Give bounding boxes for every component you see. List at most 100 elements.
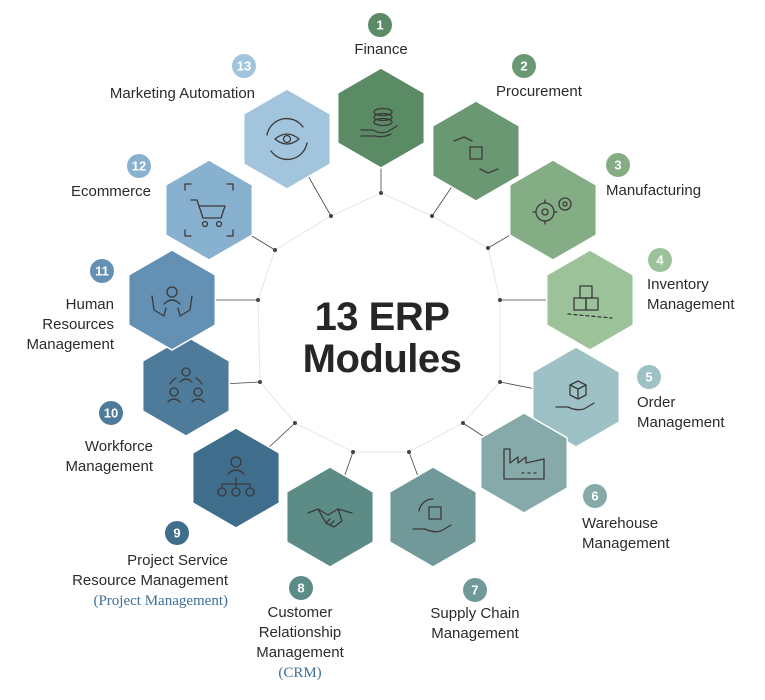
factory-icon (503, 448, 545, 480)
diagram-title: 13 ERP Modules (282, 296, 482, 380)
module-9-badge: 9 (165, 521, 189, 545)
module-8-label-line: Relationship (258, 624, 342, 641)
module-8-number: 8 (297, 581, 304, 596)
module-2-hexagon (431, 100, 521, 202)
module-1-connector-dot (379, 191, 383, 195)
module-13-badge: 13 (232, 54, 256, 78)
module-3-number: 3 (614, 158, 621, 173)
module-11-connector-dot (256, 298, 260, 302)
module-6-label-line: Warehouse (582, 515, 659, 532)
module-4-number: 4 (656, 253, 664, 268)
module-5-badge: 5 (637, 365, 661, 389)
module-11-label-line: Management (26, 336, 114, 353)
module-6-label-line: Management (582, 535, 670, 552)
module-7-number: 7 (471, 583, 478, 598)
module-11-hexagon (127, 249, 217, 351)
module-5-label-line: Management (637, 414, 725, 431)
org-chart-icon (217, 456, 255, 497)
module-12-badge: 12 (127, 154, 151, 178)
module-10-hexagon (141, 335, 231, 437)
module-7-hexagon (388, 466, 478, 568)
coins-hand-icon (360, 107, 398, 138)
module-1-label-line: Finance (354, 41, 408, 58)
module-4-label-line: Management (647, 296, 735, 313)
handoff-box-icon (453, 136, 499, 174)
module-4-label-line: Inventory (647, 276, 709, 293)
module-13-hexagon (242, 88, 332, 190)
module-3-connector-dot (486, 246, 490, 250)
module-12-number: 12 (132, 159, 146, 174)
module-10-label-line: Workforce (84, 438, 153, 455)
module-7-label-line: Management (431, 625, 519, 642)
module-11-label-line: Human (65, 296, 114, 313)
title-line-2: Modules (302, 337, 462, 381)
module-12-label-line: Ecommerce (70, 183, 151, 200)
module-10-badge: 10 (99, 401, 123, 425)
module-12-connector-dot (273, 248, 277, 252)
cycle-box-hand-icon (412, 498, 452, 533)
person-hands-icon (151, 286, 193, 317)
module-1-number: 1 (376, 18, 383, 33)
module-5-connector-dot (498, 380, 502, 384)
module-2-connector-dot (430, 214, 434, 218)
module-11-label-line: Resources (42, 316, 114, 333)
module-10-number: 10 (104, 406, 118, 421)
module-1-label: Finance (286, 40, 476, 60)
module-5-number: 5 (645, 370, 652, 385)
module-10-label-line: Management (65, 458, 153, 475)
module-8-label-subtitle: (CRM) (278, 665, 322, 681)
module-1-hexagon (336, 67, 426, 169)
module-12-label: Ecommerce (0, 182, 151, 202)
module-2-label-line: Procurement (496, 83, 582, 100)
module-4-hexagon (545, 249, 635, 351)
gears-icon (532, 197, 572, 225)
module-11-number: 11 (95, 264, 109, 279)
module-3-hexagon (508, 159, 598, 261)
module-3-label-line: Manufacturing (606, 182, 702, 199)
module-7-connector-dot (407, 450, 411, 454)
boxes-icon (567, 285, 613, 319)
module-13-number: 13 (237, 59, 251, 74)
module-12-hexagon (164, 159, 254, 261)
module-4-badge: 4 (648, 248, 672, 272)
handshake-icon (307, 508, 353, 528)
module-2-number: 2 (520, 59, 527, 74)
module-13-label: Marketing Automation (65, 84, 255, 104)
module-8-connector-dot (351, 450, 355, 454)
module-6-badge: 6 (583, 484, 607, 508)
module-13-connector-dot (329, 214, 333, 218)
module-9-connector-dot (293, 421, 297, 425)
module-4-connector-dot (498, 298, 502, 302)
module-5-label-line: Order (637, 394, 676, 411)
module-3-label: Manufacturing (606, 181, 765, 201)
module-13-label-line: Marketing Automation (109, 85, 255, 102)
eye-cycle-icon (266, 117, 308, 161)
module-8-label-line: Management (256, 644, 344, 661)
module-8-badge: 8 (289, 576, 313, 600)
module-10-connector-dot (258, 380, 262, 384)
module-9-hexagon (191, 427, 281, 529)
module-2-label: Procurement (496, 82, 686, 102)
inner-ring (257, 192, 501, 453)
module-9-number: 9 (173, 526, 180, 541)
module-7-label-line: Supply Chain (430, 605, 520, 622)
module-5-hexagon (531, 346, 621, 448)
module-6-hexagon (479, 412, 569, 514)
module-8-label-line: Customer (267, 604, 333, 621)
module-6-number: 6 (591, 489, 598, 504)
box-hand-icon (555, 380, 595, 411)
cart-icon (184, 183, 234, 237)
module-9-label-subtitle: (Project Management) (93, 593, 228, 609)
module-2-badge: 2 (512, 54, 536, 78)
module-11-badge: 11 (90, 259, 114, 283)
